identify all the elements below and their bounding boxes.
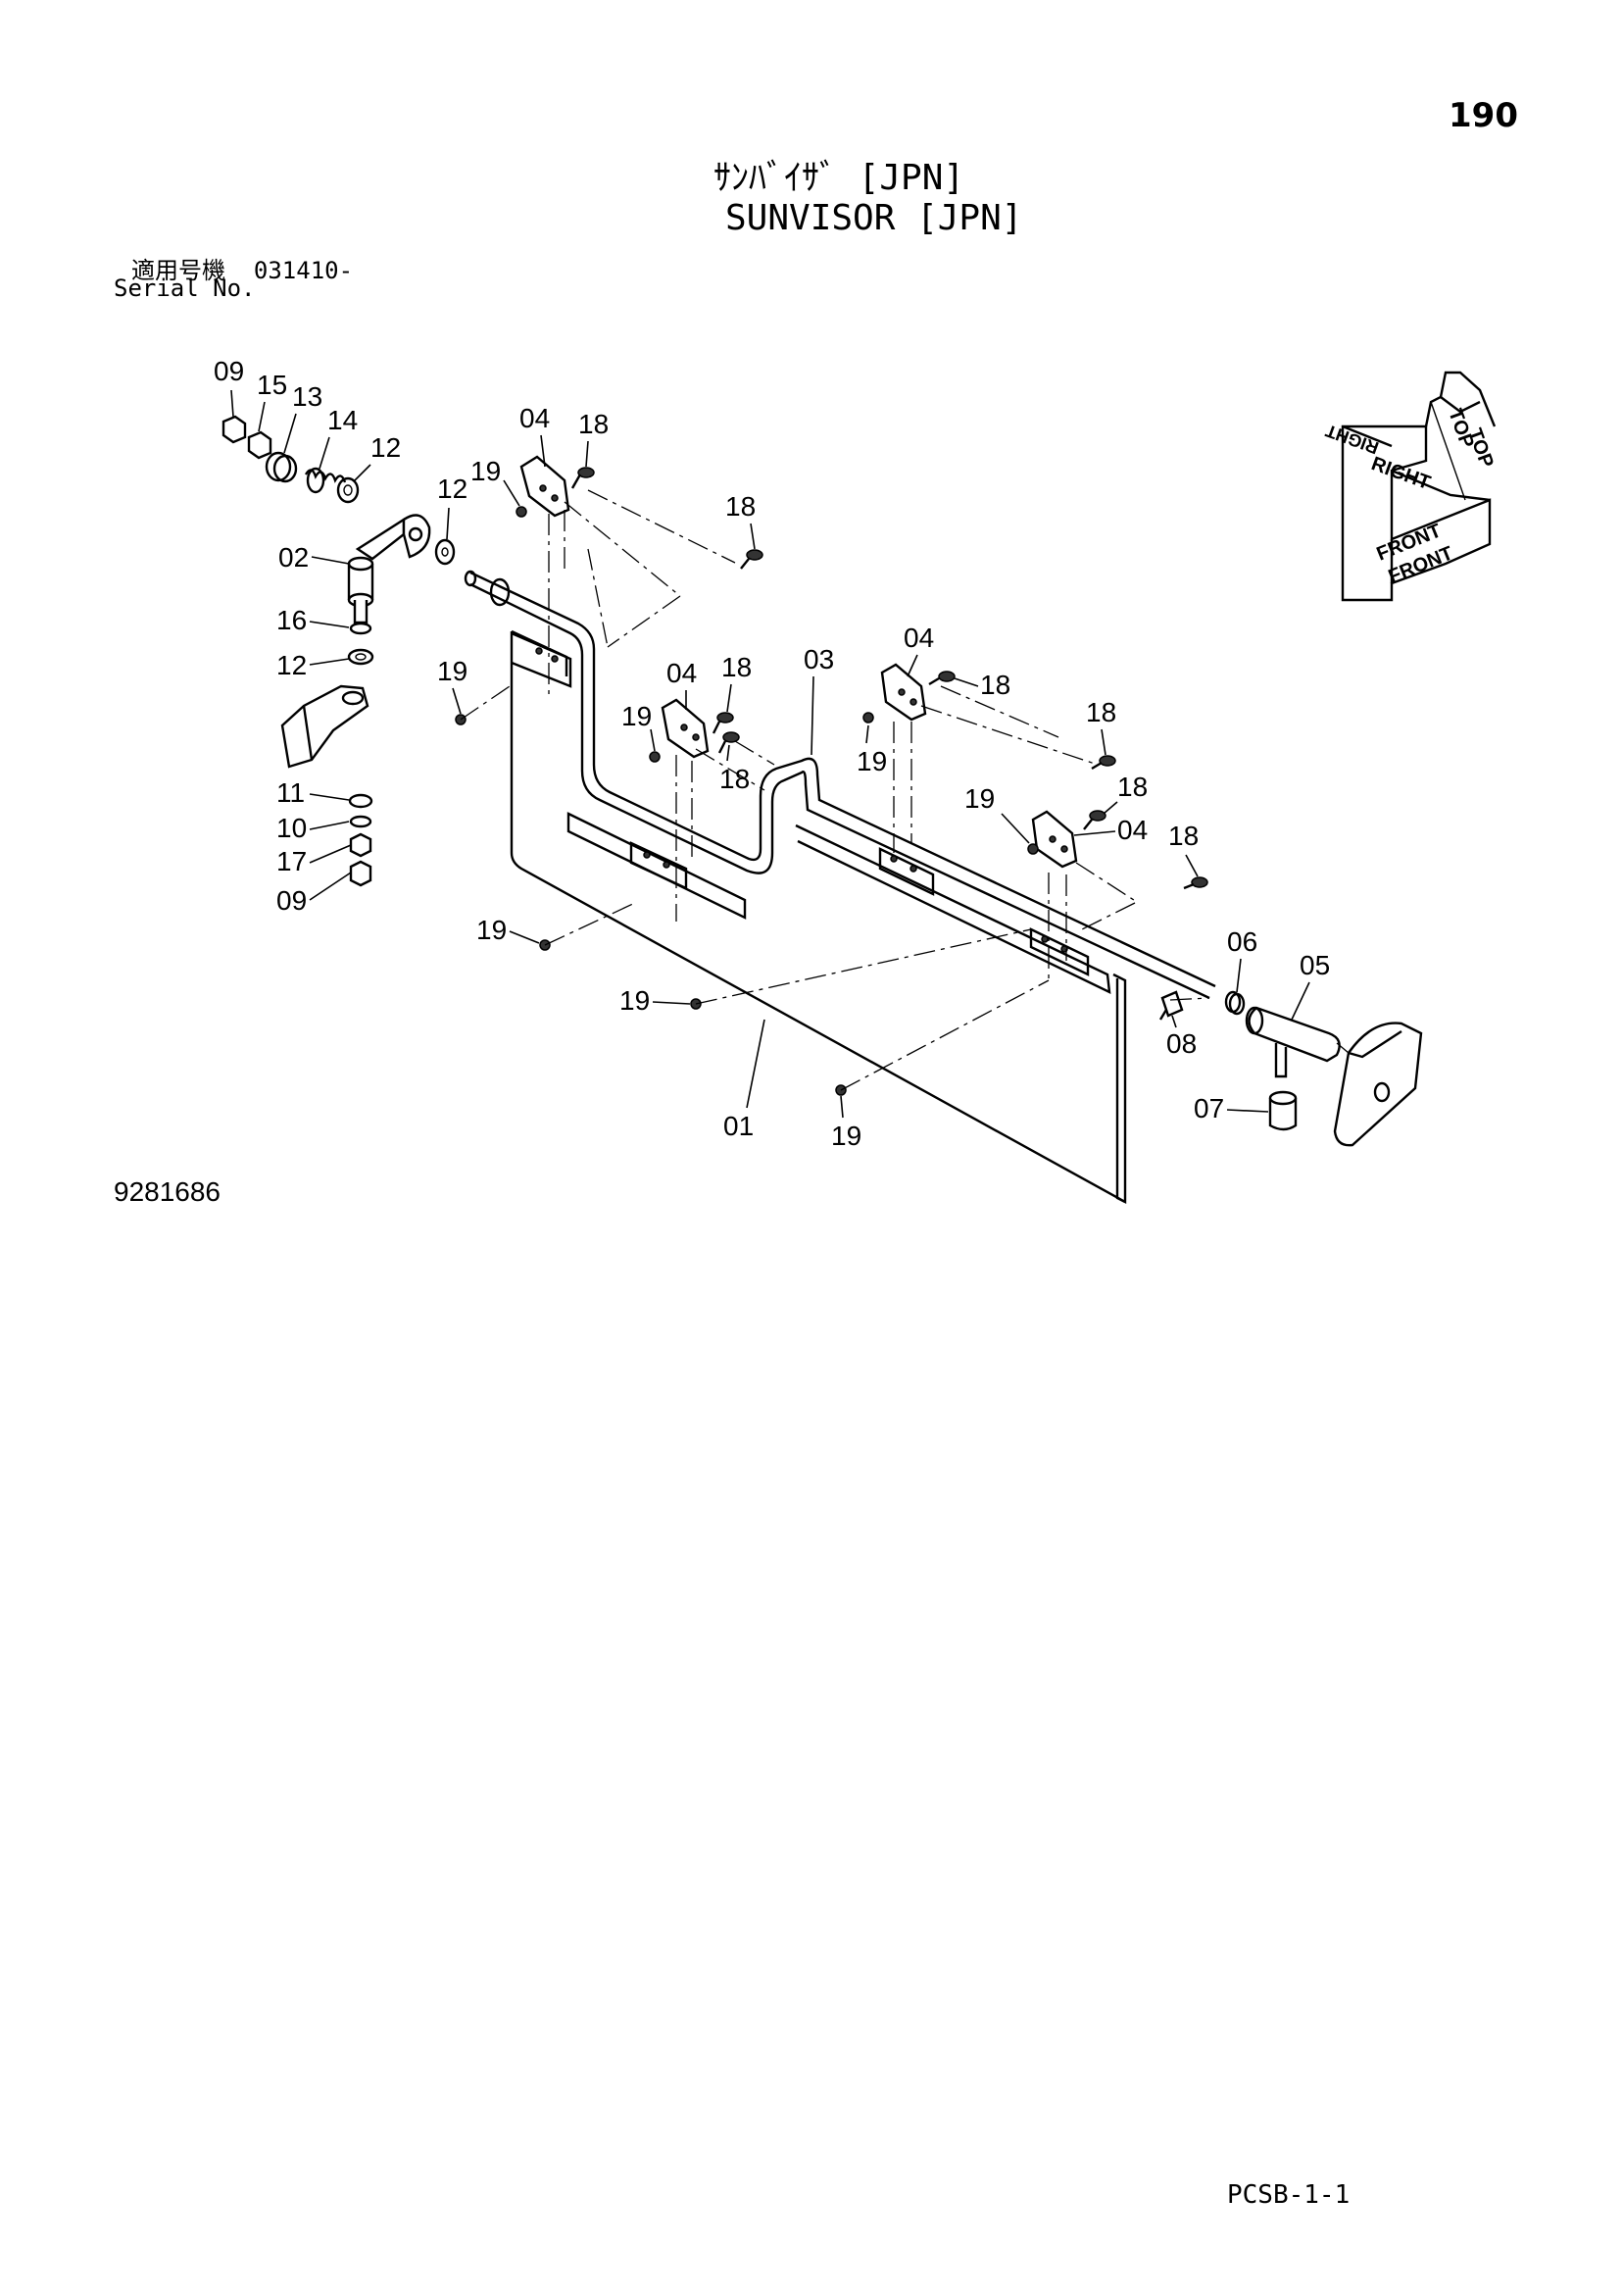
visor-rod [464, 570, 1216, 1000]
title-english: SUNVISOR [JPN] [725, 198, 1023, 238]
orientation-label-right-2: RIGHT [1368, 453, 1433, 494]
callout-04-top: 04 [519, 403, 550, 433]
callout-19-top: 19 [470, 456, 501, 486]
assembly-phantom-lines [460, 489, 1350, 1091]
callout-04-mid: 04 [666, 658, 697, 688]
callout-18-mid-b: 18 [719, 764, 750, 794]
left-hinge-assembly [221, 415, 456, 887]
callouts: 09 15 13 14 12 12 02 16 12 11 10 17 09 0… [214, 356, 1330, 1151]
bolt-18 [1183, 876, 1208, 890]
callout-19-left: 19 [437, 656, 467, 686]
callout-19-right: 19 [857, 746, 887, 776]
callout-18-upper: 18 [725, 491, 756, 522]
callout-14: 14 [327, 405, 358, 435]
orientation-label-top-2: TOP [1463, 425, 1498, 471]
callout-19-bottom-mid: 19 [619, 985, 650, 1016]
page-number: 190 [1449, 96, 1518, 135]
callout-16: 16 [276, 605, 307, 635]
callout-05: 05 [1300, 950, 1330, 980]
callout-06: 06 [1227, 926, 1257, 957]
callout-12-mid: 12 [437, 474, 467, 504]
callout-03: 03 [804, 644, 834, 674]
callout-08: 08 [1166, 1028, 1197, 1059]
callout-19-lower-right: 19 [964, 783, 995, 814]
page-code: PCSB-1-1 [1227, 2180, 1351, 2210]
bolt-18 [928, 671, 956, 686]
callout-09-top: 09 [214, 356, 244, 386]
callout-07: 07 [1194, 1093, 1224, 1123]
callout-18-right-a: 18 [980, 670, 1010, 700]
callout-10: 10 [276, 813, 307, 843]
serial-label-jp-text: 適用号機 [131, 257, 225, 284]
bracket-04-group [519, 455, 1078, 869]
callout-02: 02 [278, 542, 309, 573]
visor-panel [510, 629, 1127, 1205]
callout-01: 01 [723, 1111, 754, 1141]
callout-17: 17 [276, 846, 307, 876]
callout-18-top: 18 [578, 409, 609, 439]
title-japanese: ｻﾝﾊﾞｲｻﾞ [JPN] [713, 158, 965, 198]
callout-09-bottom: 09 [276, 885, 307, 916]
handle-assembly [1158, 990, 1423, 1147]
serial-number: 031410- [253, 257, 354, 284]
callout-15: 15 [257, 370, 287, 400]
callout-04-lower-right: 04 [1117, 815, 1148, 845]
drawing-number: 9281686 [114, 1176, 221, 1207]
callout-19-mid: 19 [621, 701, 652, 731]
bolt-18 [1083, 810, 1106, 830]
bolt-18 [570, 467, 595, 489]
nut-19 [649, 751, 661, 763]
bolt-18 [1091, 755, 1116, 771]
bolt-18 [740, 549, 763, 570]
callout-12-lower: 12 [276, 650, 307, 680]
callout-19-bottom-left: 19 [476, 915, 507, 945]
nut-19 [516, 506, 527, 518]
callout-13: 13 [292, 381, 322, 412]
callout-19-bottom: 19 [831, 1121, 861, 1151]
callout-18-right-b: 18 [1086, 697, 1116, 727]
callout-04-right: 04 [904, 623, 934, 653]
callout-12-top: 12 [370, 432, 401, 463]
callout-18-mid-a: 18 [721, 652, 752, 682]
nut-19 [862, 712, 874, 724]
serial-label-japanese: 適用号機 031410- [131, 251, 353, 285]
callout-11: 11 [276, 777, 305, 808]
callout-18-right-c: 18 [1117, 772, 1148, 802]
serial-label-english: Serial No. [114, 275, 256, 302]
nut-19 [1027, 843, 1039, 855]
orientation-key: TOP TOP RIGHT RIGHT FRONT FRONT [1323, 371, 1498, 602]
bolt-18 [717, 731, 740, 754]
bolt-18 [712, 712, 734, 734]
callout-18-far-right: 18 [1168, 821, 1199, 851]
fasteners [455, 467, 1208, 1096]
